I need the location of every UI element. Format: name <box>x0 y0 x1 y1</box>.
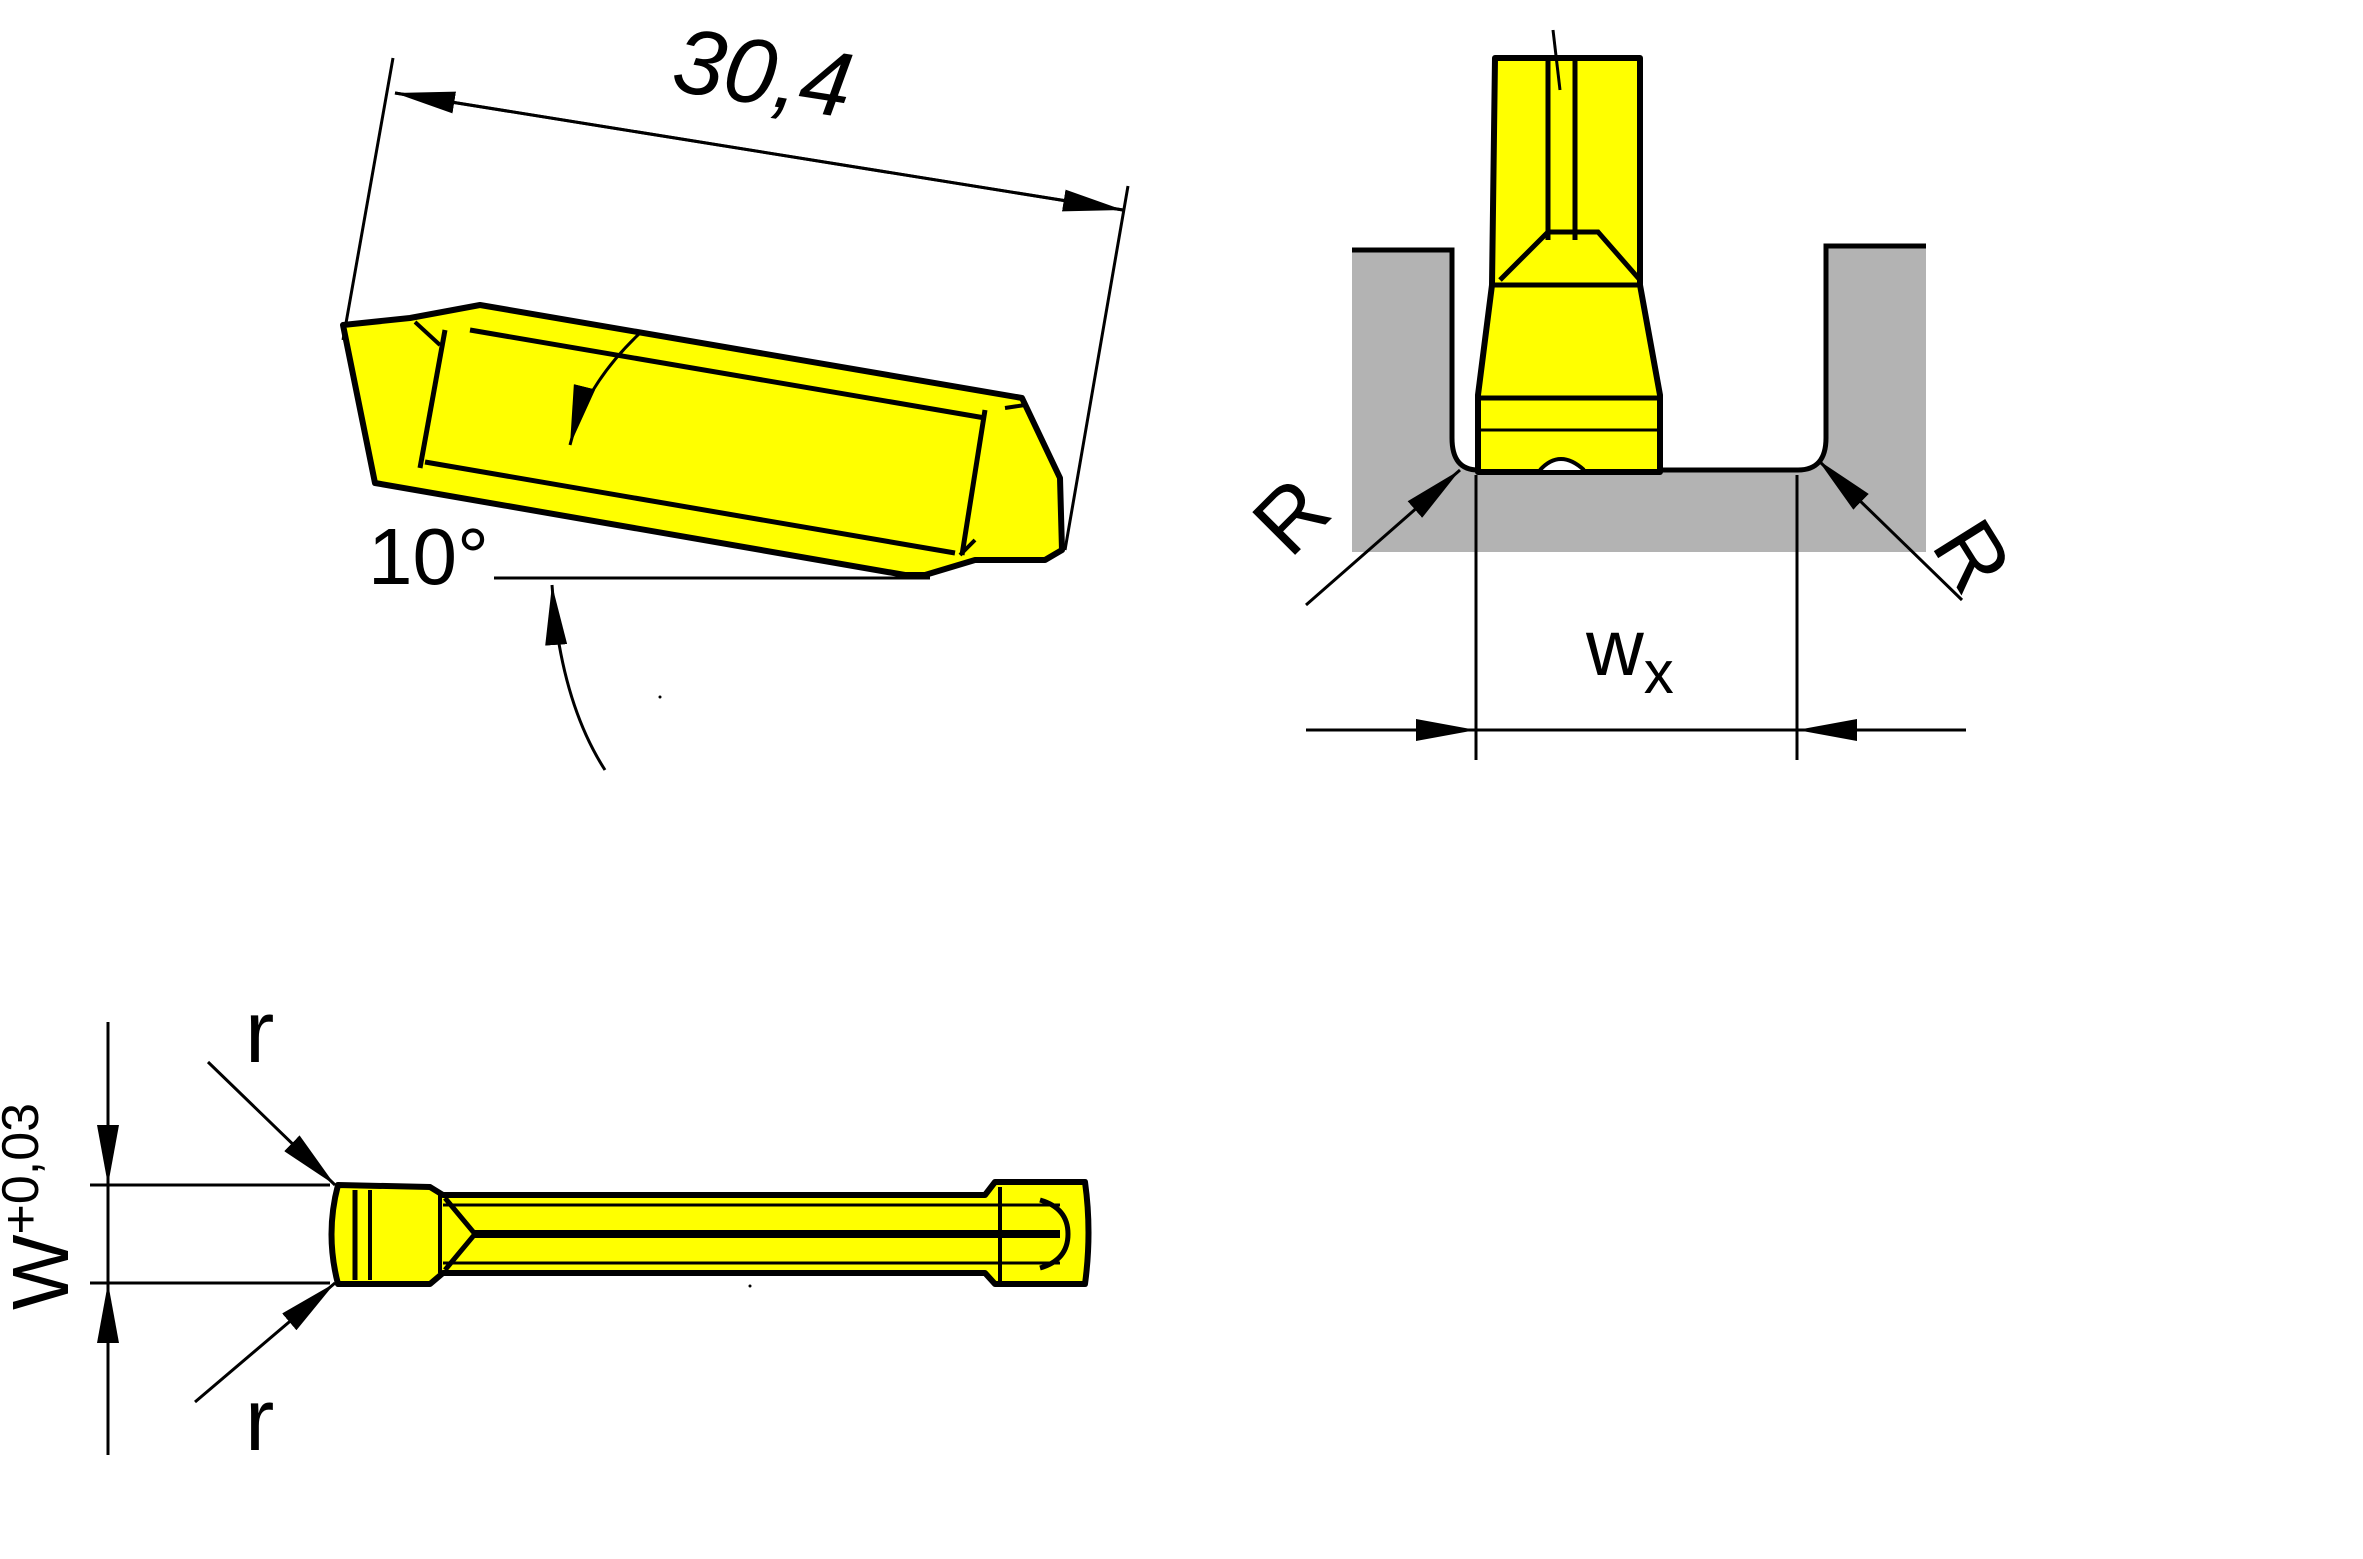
length-extension-left <box>341 57 395 341</box>
r-top-label: r <box>245 982 274 1081</box>
angle-arc-upper <box>568 331 642 446</box>
radius-right-leader <box>1816 458 1964 602</box>
insert-left-facet <box>417 329 448 469</box>
side-view: 30,4 10° <box>340 9 1130 771</box>
top-view: W+0,03 r r <box>0 982 1092 1469</box>
width-label-sub: x <box>1644 639 1674 706</box>
insert-side-body <box>340 302 1065 578</box>
tool-chamfer <box>1498 229 1642 282</box>
length-label: 30,4 <box>666 9 859 138</box>
workpiece-section <box>1352 246 1926 552</box>
r-top-leader <box>206 1060 337 1187</box>
radius-right-label: R <box>1914 503 2032 609</box>
width-label-main: w <box>1585 603 1644 692</box>
insert-chamfer-right <box>1039 1197 1071 1271</box>
insert-bottom-face-edge <box>424 459 956 556</box>
W-label-main: W <box>0 1234 85 1310</box>
width-label: wx <box>1585 603 1674 706</box>
length-extension-right <box>1063 185 1130 551</box>
groove-view: R R wx <box>1233 29 2032 760</box>
radius-left-leader <box>1305 468 1461 607</box>
W-label-tolerance: +0,03 <box>0 1103 50 1235</box>
r-bottom-leader <box>194 1281 336 1404</box>
tool-insert <box>1475 55 1663 475</box>
angle-arc-lower <box>545 584 607 771</box>
W-label: W+0,03 <box>0 1103 85 1310</box>
insert-top-face-edge <box>469 327 986 421</box>
insert-right-facet <box>959 409 988 556</box>
r-bottom-label: r <box>245 1370 274 1469</box>
angle-label: 10° <box>368 512 489 601</box>
radius-left-label: R <box>1233 458 1348 573</box>
